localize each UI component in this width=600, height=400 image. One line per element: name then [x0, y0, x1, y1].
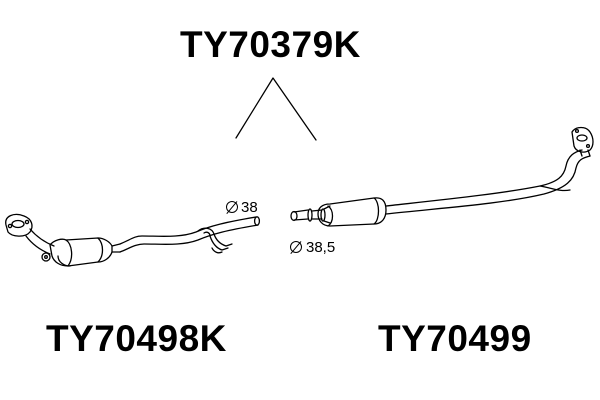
catalytic-converter: [49, 237, 121, 267]
rear-silencer: [317, 197, 387, 227]
front-inlet-flange: [5, 213, 33, 237]
kit-part-code: TY70379K: [180, 24, 361, 65]
rear-part-code: TY70499: [378, 318, 532, 359]
rear-inlet-stub: [290, 205, 331, 224]
front-pipe: [119, 216, 261, 253]
rear-tail-pipe: [385, 149, 591, 215]
front-inlet-pipe: [25, 228, 55, 262]
diameter-symbol-icon: [226, 201, 238, 213]
front-part-code: TY70498K: [46, 318, 227, 359]
front-hanger: [197, 227, 233, 254]
rear-outlet-flange: [571, 126, 594, 157]
diameter-symbol-icon: [290, 241, 302, 253]
front-diameter-label: 38: [241, 199, 258, 216]
kit-bracket-line: [235, 77, 317, 141]
rear-diameter-label: 38,5: [306, 239, 336, 256]
